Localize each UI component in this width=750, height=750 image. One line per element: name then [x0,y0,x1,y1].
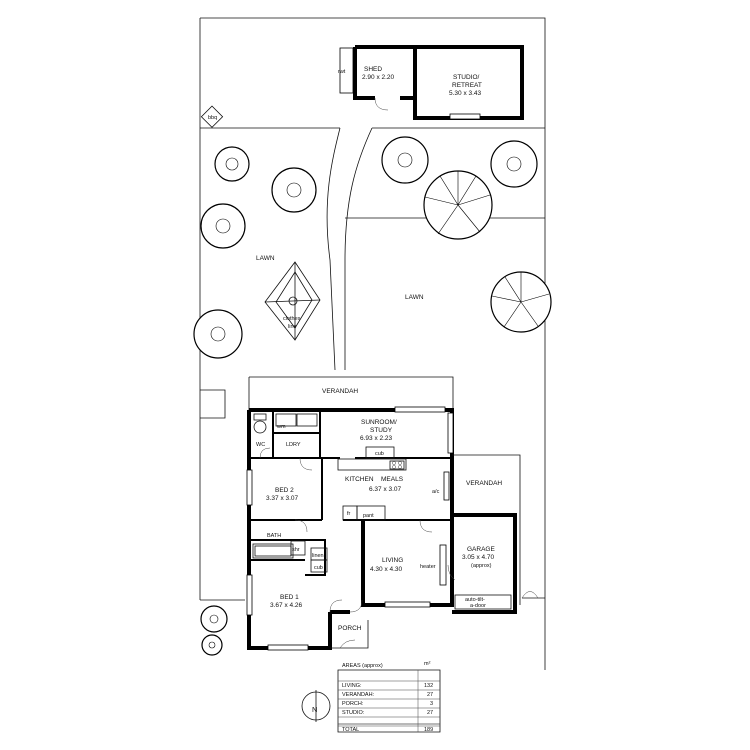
areas-title: AREAS (approx) [342,663,383,669]
bed2-label: BED 2 [275,487,294,494]
tree [381,136,429,184]
kitchen-label: KITCHEN [345,476,374,483]
bbq-symbol [200,105,224,128]
tree [214,146,250,182]
area-row-label: VERANDAH: [342,692,375,698]
wc-label: WC [256,442,265,448]
living-size: 4.30 x 4.30 [370,566,403,573]
bed1-size: 3.67 x 4.26 [270,602,303,609]
studio-label-1: STUDIO/ [453,74,480,81]
verandah-right-label: VERANDAH [466,480,502,487]
studio-outbuilding [413,45,524,120]
air-conditioner-label: a/c [432,489,440,495]
tree [200,203,246,249]
heater-label: heater [420,564,436,570]
area-row-value: 189 [424,727,433,733]
bath-label: BATH [267,533,281,539]
garden-trees [193,136,538,656]
tree [490,140,538,188]
shower-label: shr [292,547,300,553]
clothes-line [264,261,321,341]
large-tree-right [490,271,552,333]
studio-size: 5.30 x 3.43 [449,90,482,97]
sunroom-size: 6.93 x 2.23 [360,435,393,442]
sunroom-label-1: SUNROOM/ [361,419,397,426]
studio-label-2: RETREAT [452,82,482,89]
north-label: N [312,705,317,714]
tree [271,167,317,213]
cupboard-bath-label: cub [314,565,323,571]
clothes-line-label-2: line [288,324,297,330]
clothes-line-label-1: clothes [283,316,301,322]
lawn-left-label: LAWN [256,255,275,262]
area-row-value: 27 [427,710,433,716]
area-row-value: 27 [427,692,433,698]
area-row-label: LIVING: [342,683,362,689]
rwt-label: rwt [338,69,346,75]
garage-door-label-1: auto-tilt- [465,597,485,603]
laundry-label: LDRY [286,442,301,448]
washing-machine-label: wm [276,424,286,430]
living-label: LIVING [382,557,403,564]
area-row-label: STUDIO: [342,710,365,716]
pantry-label: pant [363,513,374,519]
lawn-right-label: LAWN [405,294,424,301]
tree [201,634,223,656]
linen-label: linen [312,553,324,559]
door-swings [259,447,456,613]
bed2-size: 3.37 x 3.07 [266,495,299,502]
areas-rows: LIVING: 132 VERANDAH: 27 PORCH: 3 STUDIO… [342,683,433,733]
shed-size: 2.90 x 2.20 [362,74,395,81]
bed1-label: BED 1 [280,594,299,601]
garage-door-label-2: a-door [470,603,486,609]
garage-size: 3.05 x 4.70 [462,554,495,561]
meals-label: MEALS [381,476,404,483]
verandah-right [452,454,521,605]
areas-unit: m² [424,661,431,667]
house-walls [247,408,454,650]
shed-outbuilding [339,45,417,111]
tree [193,309,243,359]
sunroom-label-2: STUDY [370,427,393,434]
garden-path [326,127,373,371]
area-row-value: 132 [424,683,433,689]
porch [330,620,369,649]
large-tree-top [423,170,493,240]
garage-label: GARAGE [467,546,495,553]
shed-label: SHED [364,66,382,73]
cupboard-top-label: cub [375,451,384,457]
fridge-label: fr [347,511,351,517]
garage-note: (approx) [471,563,492,569]
area-row-value: 3 [430,701,433,707]
meals-size: 6.37 x 3.07 [369,486,402,493]
garage [452,513,517,614]
tree [200,605,228,633]
bbq-label: bbq [208,115,217,121]
porch-label: PORCH [338,625,362,632]
verandah-top-label: VERANDAH [322,388,358,395]
north-arrow [301,690,331,722]
fixtures [252,413,450,586]
areas-table [337,669,441,733]
area-row-label: TOTAL [342,727,359,733]
area-row-label: PORCH: [342,701,364,707]
